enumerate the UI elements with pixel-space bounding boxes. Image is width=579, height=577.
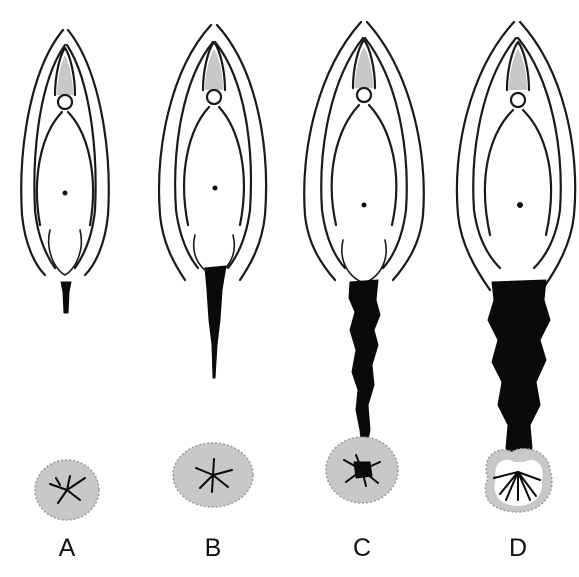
panel-d-perineum-drawing — [457, 22, 575, 290]
panel-b-perineum-drawing — [159, 25, 266, 280]
panel-a-perineum-drawing — [21, 30, 108, 275]
panel-label-a: A — [47, 533, 87, 563]
panel-label-d: D — [498, 533, 538, 563]
panel-b-tear — [205, 266, 226, 378]
panel-a-anal-sphincter — [35, 460, 99, 520]
panel-c-anal-sphincter — [326, 437, 398, 503]
panel-c-perineum-drawing — [304, 22, 424, 283]
panel-a-tear — [61, 282, 71, 313]
panel-b-anal-sphincter — [173, 443, 253, 507]
panel-label-b: B — [193, 533, 233, 563]
panel-d-anal-sphincter — [485, 449, 552, 512]
panel-c-tear — [349, 280, 380, 450]
panel-label-c: C — [342, 533, 382, 563]
panel-d-tear — [488, 280, 550, 468]
